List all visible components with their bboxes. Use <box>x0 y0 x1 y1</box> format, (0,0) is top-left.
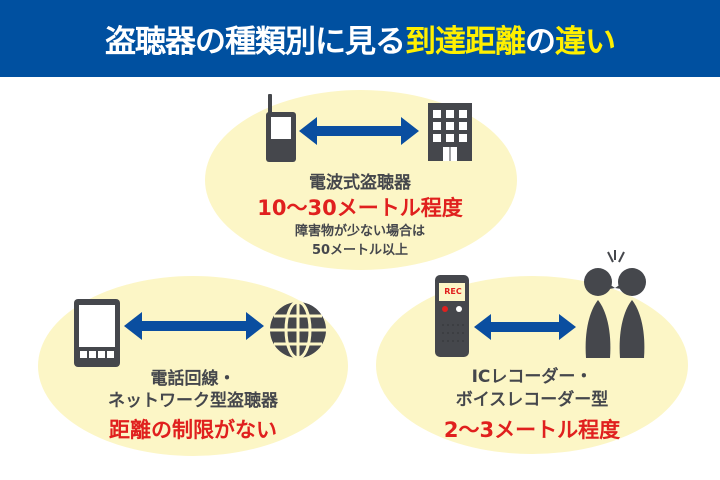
card-recorder-bg <box>376 276 688 454</box>
card-radio-note-2: 50メートル以上 <box>311 243 409 258</box>
building-icon <box>428 103 472 161</box>
double-arrow-icon <box>474 314 576 340</box>
card-network-name-2: ネットワーク型盗聴器 <box>108 391 278 411</box>
card-recorder-name-1: ICレコーダー・ <box>471 367 593 387</box>
two-people-talking-icon <box>584 250 646 358</box>
card-radio-name: 電波式盗聴器 <box>309 173 411 193</box>
title-highlight: 違い <box>555 24 616 60</box>
page-header: 盗聴器の種類別に見る到達距離の違い <box>0 0 720 77</box>
title-part: 盗聴器の種類別に見る <box>105 24 406 60</box>
title-highlight: 到達距離 <box>405 24 526 60</box>
title-part: の <box>525 24 556 60</box>
double-arrow-icon <box>124 312 264 340</box>
walkie-talkie-icon <box>266 94 296 162</box>
voice-recorder-icon <box>435 275 469 357</box>
card-network-name-1: 電話回線・ <box>150 369 236 389</box>
card-radio-note-1: 障害物が少ない場合は <box>294 224 426 239</box>
globe-icon <box>270 300 326 360</box>
smartphone-icon <box>74 299 120 367</box>
double-arrow-icon <box>299 117 419 145</box>
rec-label: REC <box>444 287 462 296</box>
card-radio-distance: 10〜30メートル程度 <box>257 196 463 220</box>
card-recorder-name-2: ボイスレコーダー型 <box>455 390 609 410</box>
card-network-distance: 距離の制限がない <box>109 418 277 442</box>
card-recorder-distance: 2〜3メートル程度 <box>443 418 621 442</box>
